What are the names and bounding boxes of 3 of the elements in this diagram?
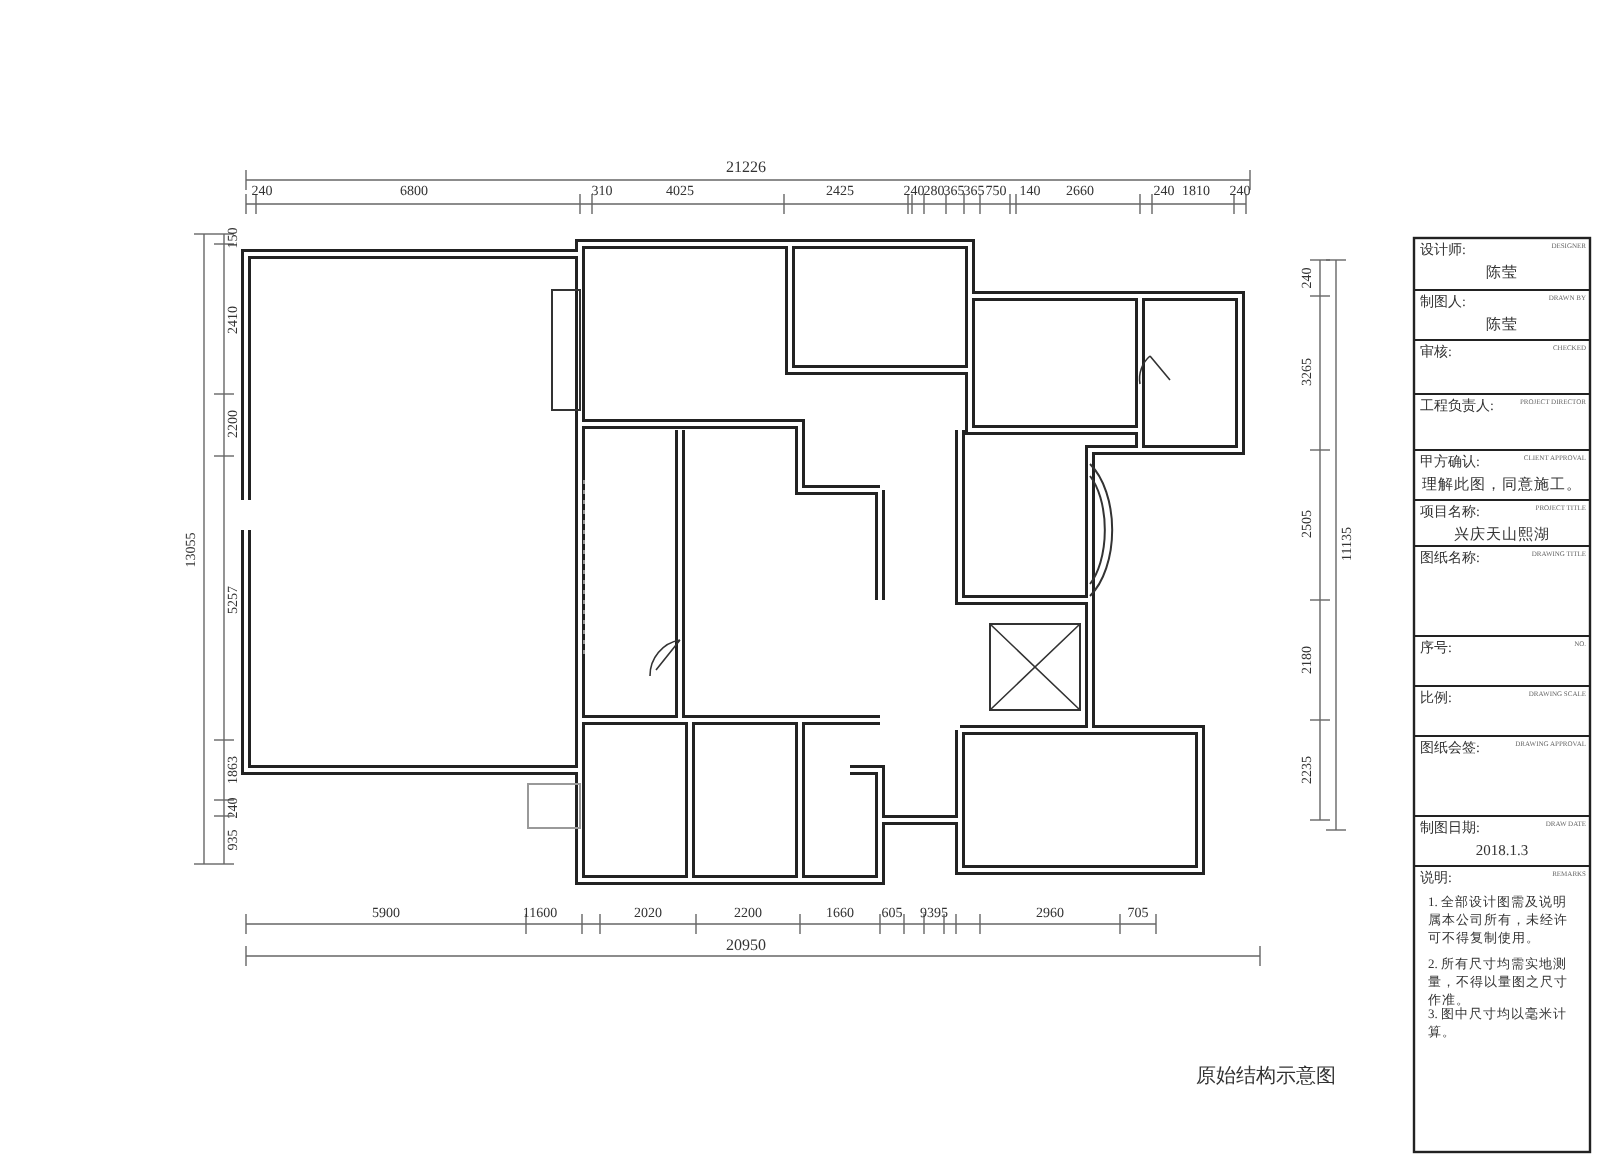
- dimension-label: 21226: [726, 160, 766, 176]
- caption: 原始结构示意图: [1196, 1068, 1336, 1088]
- dimension-label: 20950: [726, 938, 766, 954]
